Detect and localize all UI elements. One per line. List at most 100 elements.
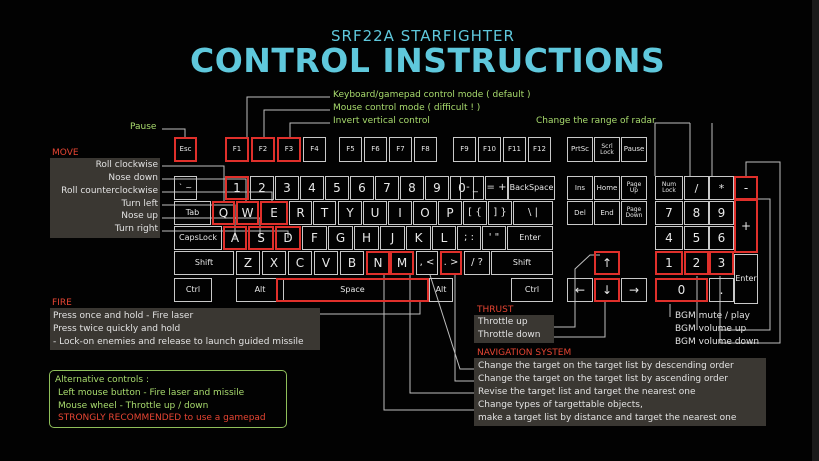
key-label: V [321, 256, 331, 270]
callout-line [554, 254, 600, 328]
key-ndiv: / [684, 176, 709, 200]
key-label: 5 [692, 231, 701, 245]
key-label: ↓ [601, 283, 613, 297]
move-nose-down: Nose down [108, 173, 158, 183]
key-label: [ { [468, 207, 482, 218]
key-label: Alt [435, 285, 447, 294]
key-y: Y [338, 201, 362, 225]
key-label: 7 [665, 206, 673, 220]
key-label: 3 [283, 181, 291, 195]
key-label: E [270, 206, 278, 220]
key-label: I [398, 206, 402, 220]
key-n5: 5 [684, 226, 709, 250]
key-label: X [269, 256, 279, 270]
key-q: Q [212, 201, 235, 225]
key-semi: ; : [457, 226, 481, 250]
key-e: E [260, 201, 288, 225]
move-heading: MOVE [52, 148, 79, 158]
key-lctrl: Ctrl [174, 278, 212, 302]
callout-line [246, 96, 330, 137]
key-label: Shift [194, 258, 214, 267]
key-label: F5 [346, 145, 355, 153]
nav-line-4: Change types of targettable objects, [478, 400, 643, 410]
key-tilde: ` ~ [174, 176, 197, 200]
page-title: CONTROL INSTRUCTIONS [190, 41, 666, 80]
key-label: T [320, 206, 329, 220]
key-label: 0 [458, 181, 466, 195]
key-pgup: Page Up [621, 176, 647, 200]
key-label: F [311, 231, 318, 245]
key-label: 6 [358, 181, 366, 195]
key-f3: F3 [277, 137, 301, 162]
key-ins: Ins [567, 176, 593, 200]
key-n1: 1 [655, 251, 683, 275]
key-label: 6 [717, 231, 726, 245]
key-o: O [413, 201, 437, 225]
mouse-mode-callout: Mouse control mode ( difficult ! ) [333, 103, 481, 113]
key-label: / ? [471, 257, 483, 268]
key-zk: Z [236, 251, 260, 275]
callout-line [454, 275, 474, 382]
key-label: 8 [692, 206, 701, 220]
callout-line [162, 128, 186, 137]
key-label: Ctrl [524, 285, 540, 294]
key-n6: 6 [709, 226, 734, 250]
key-up: ↑ [594, 251, 620, 275]
key-n3: 3 [709, 251, 734, 275]
key-label: - [743, 181, 749, 195]
key-n0: 0 [655, 278, 708, 302]
key-scrlk: Scrl Lock [594, 137, 620, 162]
key-label: 9 [717, 206, 726, 220]
callout-line [429, 274, 474, 370]
key-label: ` ~ [178, 183, 193, 192]
key-label: ' " [488, 232, 500, 243]
key-label: ↑ [601, 256, 613, 270]
key-label: Del [574, 208, 586, 217]
key-label: 2 [258, 181, 266, 195]
move-box [50, 158, 160, 238]
key-space: Space [276, 278, 429, 302]
key-label: Scrl Lock [600, 142, 614, 156]
game-subtitle: SRF22A STARFIGHTER [331, 27, 515, 45]
key-numlk: Num Lock [655, 176, 683, 200]
move-roll-ccw: Roll counterclockwise [61, 186, 158, 196]
key-label: F11 [508, 145, 521, 153]
key-down: ↓ [594, 278, 620, 302]
key-dk: D [275, 226, 301, 250]
key-label: Q [218, 206, 229, 220]
key-bksp: BackSpace [508, 176, 555, 200]
key-gk: G [328, 226, 353, 250]
callout-line [383, 275, 474, 411]
key-label: Tab [185, 208, 200, 217]
navigation-box [474, 358, 766, 426]
key-label: W [241, 206, 254, 220]
thrust-up: Throttle up [478, 317, 528, 327]
key-xk: X [262, 251, 286, 275]
callout-line [720, 198, 771, 331]
key-tab: Tab [174, 201, 211, 225]
key-label: Num Lock [661, 181, 677, 194]
key-label: Enter [519, 233, 541, 242]
bgm-volume-up: BGM volume up [675, 324, 747, 334]
key-label: A [230, 231, 240, 245]
fire-line-3: - Lock-on enemies and release to launch … [53, 337, 304, 347]
key-n8: 8 [684, 201, 709, 225]
key-f7: F7 [389, 137, 412, 162]
key-label: Ins [574, 183, 586, 192]
key-label: + [740, 219, 752, 233]
key-pgdn: Page Down [621, 201, 647, 225]
key-d9: 9 [425, 176, 449, 200]
key-n7: 7 [655, 201, 683, 225]
key-f10: F10 [478, 137, 501, 162]
key-label: Alt [254, 285, 266, 294]
key-label: Page Down [625, 206, 643, 219]
key-d5: 5 [325, 176, 349, 200]
alternative-heading: Alternative controls : [55, 375, 150, 385]
key-esc: Esc [174, 137, 197, 162]
key-f12: F12 [528, 137, 551, 162]
key-f11: F11 [503, 137, 526, 162]
key-label: / [694, 181, 699, 195]
fire-heading: FIRE [52, 298, 72, 308]
key-d8: 8 [400, 176, 424, 200]
key-label: - _ [466, 182, 478, 193]
